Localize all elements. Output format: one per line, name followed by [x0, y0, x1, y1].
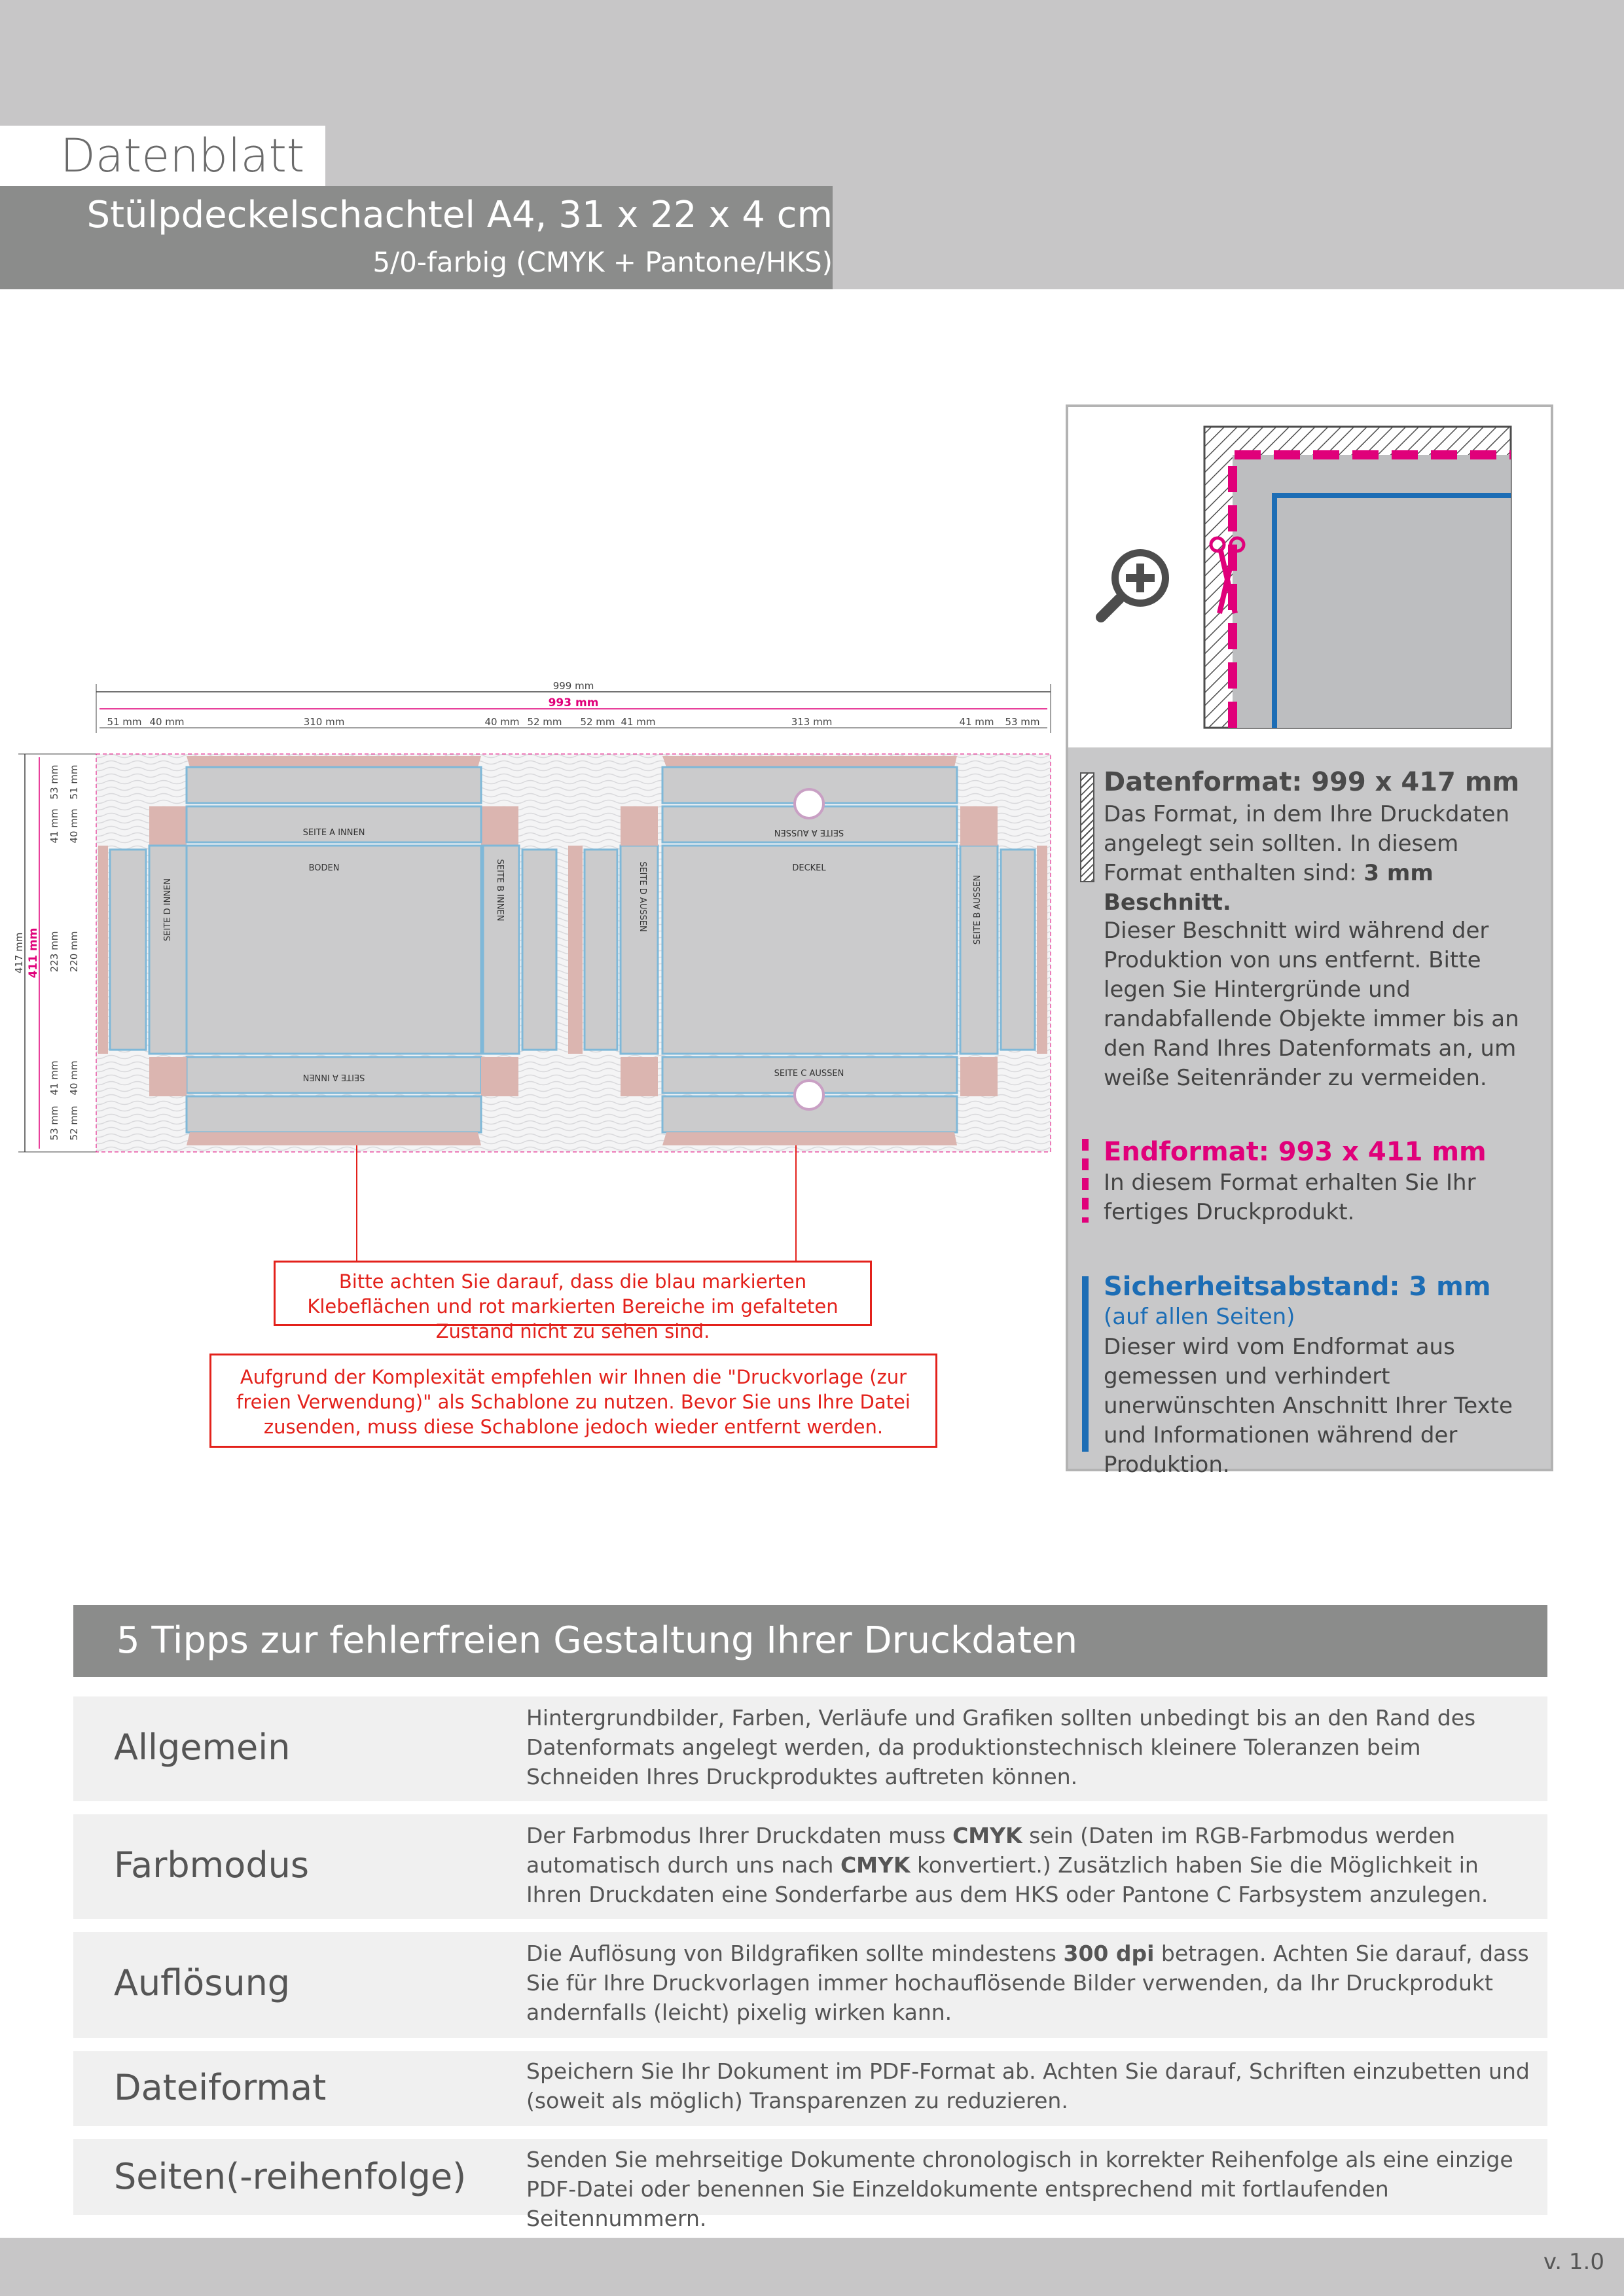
sicherheit-marker: [1082, 1276, 1089, 1452]
tip-row-aufloesung: [73, 1932, 1547, 2038]
tips-heading: 5 Tipps zur fehlerfreien Gestaltung Ihre…: [117, 1619, 1078, 1662]
box-template-diagram: 999 mm 993 mm 51 mm 40 mm 310 mm 40 mm 5…: [13, 680, 1051, 1158]
dim-top-5: 52 mm: [527, 716, 562, 728]
tip-text-aufloesung: Die Auflösung von Bildgrafiken sollte mi…: [526, 1941, 1529, 2025]
tip-text-dateiformat: Speichern Sie Ihr Dokument im PDF-Format…: [526, 2058, 1530, 2113]
tip-label-seiten: Seiten(-reihenfolge): [114, 2156, 467, 2197]
label-seite-a-aussen: SEITE A AUSSEN: [774, 827, 844, 837]
dim-top-10: 53 mm: [1005, 716, 1039, 728]
tips-header: [73, 1605, 1547, 1677]
label-deckel: DECKEL: [792, 863, 826, 873]
title-box: [0, 186, 833, 289]
tip-text-farbmodus: Der Farbmodus Ihrer Druckdaten muss CMYK…: [526, 1823, 1489, 1907]
tip-label-allgemein: Allgemein: [114, 1727, 291, 1768]
dim-left-b5: 52 mm: [68, 1105, 80, 1140]
label-seite-a-innen: SEITE A INNEN: [303, 828, 365, 838]
endformat-marker: [1082, 1139, 1089, 1223]
endformat-text: In diesem Format erhalten Sie Ihr fertig…: [1104, 1170, 1476, 1225]
tip-row-dateiformat: [73, 2051, 1547, 2126]
datenformat-marker: [1080, 772, 1094, 882]
datenformat-text: Das Format, in dem Ihre Druckdaten angel…: [1104, 801, 1510, 916]
note-glue-areas: Bitte achten Sie darauf, dass die blau m…: [274, 1261, 872, 1342]
pointer-line-right: [795, 1155, 797, 1261]
box-bottom-part: SEITE A INNEN BODEN SEITE D INNEN SEITE …: [98, 756, 558, 1145]
sicherheit-text: Dieser wird vom Endformat aus gemessen u…: [1104, 1334, 1513, 1478]
dim-left-a3: 223 mm: [48, 931, 60, 973]
label-seite-d-aussen: SEITE D AUSSEN: [638, 861, 647, 932]
tip-row-farbmodus: [73, 1814, 1547, 1919]
sicherheit-subtitle: (auf allen Seiten): [1104, 1304, 1295, 1330]
zoom-in-icon: [1096, 549, 1169, 622]
dim-top-3: 310 mm: [304, 716, 345, 728]
label-seite-b-aussen: SEITE B AUSSEN: [973, 875, 983, 945]
version-label: v. 1.0: [1543, 2249, 1604, 2275]
bleed-corner-illustration: [1203, 425, 1512, 729]
dim-left-a2: 41 mm: [48, 808, 60, 843]
dim-left-b4: 40 mm: [68, 1060, 80, 1095]
tip-row-seiten: [73, 2139, 1547, 2215]
product-title: Stülpdeckelschachtel A4, 31 x 22 x 4 cm: [86, 194, 833, 236]
tip-row-allgemein: [73, 1696, 1547, 1801]
dim-left-end: 411 mm: [27, 928, 40, 978]
dim-top-7: 41 mm: [621, 716, 655, 728]
dim-top-4: 40 mm: [484, 716, 519, 728]
doc-label: Datenblatt: [60, 129, 305, 183]
dim-left-total: 417 mm: [13, 933, 25, 974]
dim-top-8: 313 mm: [791, 716, 833, 728]
dim-left-a5: 53 mm: [48, 1105, 60, 1140]
label-seite-d-innen: SEITE D INNEN: [163, 878, 173, 941]
product-subtitle: 5/0-farbig (CMYK + Pantone/HKS): [372, 246, 833, 278]
sicherheit-title: Sicherheitsabstand: 3 mm: [1104, 1272, 1491, 1302]
dim-left-a4: 41 mm: [48, 1060, 60, 1095]
dim-top-9: 41 mm: [959, 716, 994, 728]
tip-text-seiten: Senden Sie mehrseitige Dokumente chronol…: [526, 2147, 1513, 2231]
dim-left-b2: 40 mm: [68, 808, 80, 843]
note-template-usage: Aufgrund der Komplexität empfehlen wir I…: [209, 1354, 937, 1448]
box-lid-part: SEITE A AUSSEN DECKEL SEITE D AUSSEN SEI…: [568, 756, 1047, 1145]
label-seite-a-innen-bottom: SEITE A INNEN: [303, 1072, 365, 1082]
scissors-icon: [1209, 536, 1246, 614]
tip-label-dateiformat: Dateiformat: [114, 2067, 327, 2108]
footer-band: [0, 2238, 1624, 2296]
dim-total: 999 mm: [553, 680, 594, 692]
dim-left-a1: 53 mm: [48, 764, 60, 799]
dims-top: 51 mm 40 mm 310 mm 40 mm 52 mm 52 mm 41 …: [107, 716, 1039, 728]
endformat-title: Endformat: 993 x 411 mm: [1104, 1137, 1487, 1167]
dims-left: 53 mm 41 mm 223 mm 41 mm 53 mm 51 mm 40 …: [48, 764, 80, 1140]
datenformat-text-2: Dieser Beschnitt wird während der Produk…: [1104, 918, 1519, 1091]
doc-label-box: [0, 126, 325, 186]
dim-top-6: 52 mm: [580, 716, 615, 728]
datenformat-title: Datenformat: 999 x 417 mm: [1104, 767, 1520, 797]
dim-top-2: 40 mm: [149, 716, 184, 728]
label-seite-c-aussen: SEITE C AUSSEN: [774, 1069, 844, 1079]
tip-label-aufloesung: Auflösung: [114, 1962, 291, 2003]
label-boden: BODEN: [309, 863, 340, 873]
dim-top-1: 51 mm: [107, 716, 141, 728]
dim-left-b3: 220 mm: [68, 931, 80, 973]
dim-end: 993 mm: [549, 696, 599, 709]
dim-left-b1: 51 mm: [68, 764, 80, 799]
tip-label-farbmodus: Farbmodus: [114, 1844, 309, 1886]
tip-text-allgemein: Hintergrundbilder, Farben, Verläufe und …: [526, 1705, 1476, 1789]
label-seite-b-innen: SEITE B INNEN: [495, 859, 505, 922]
pointer-line-left: [356, 1155, 357, 1261]
